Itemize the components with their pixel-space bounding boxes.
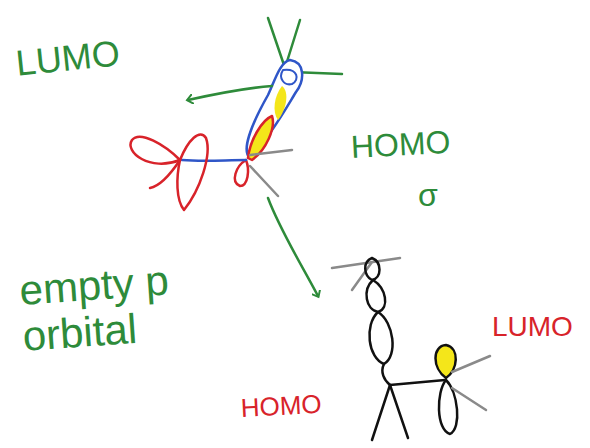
bond-line — [250, 150, 292, 155]
transfer-arrow — [268, 198, 318, 296]
orbital-lobe — [367, 280, 386, 312]
annotation-label: LUMO — [14, 30, 147, 83]
bond-line — [182, 159, 246, 162]
bond-line — [372, 385, 390, 440]
p-orbital-lobe — [131, 137, 180, 164]
annotation-label: σ — [418, 178, 458, 213]
orbital-lobe — [369, 312, 392, 364]
p-orbital-lobe — [150, 160, 180, 188]
annotation-label: HOMO — [350, 124, 472, 165]
bond-line — [390, 380, 445, 385]
bond-line — [382, 364, 390, 385]
bond-line — [390, 385, 408, 438]
orbital-lobe — [235, 160, 248, 186]
bond-line — [452, 388, 486, 410]
annotation-label: HOMO — [240, 389, 331, 422]
bond-line — [250, 166, 278, 196]
p-orbital-lobe — [177, 134, 207, 210]
annotation-label: LUMO — [492, 312, 586, 343]
orbital-shading — [275, 86, 287, 120]
orbital-lobe — [281, 70, 296, 85]
bond-line — [452, 356, 490, 372]
orbital-lobe — [439, 380, 457, 434]
transfer-arrow — [188, 86, 272, 100]
orbital-lobe — [365, 258, 379, 280]
annotation-label: empty p orbital — [18, 251, 264, 360]
